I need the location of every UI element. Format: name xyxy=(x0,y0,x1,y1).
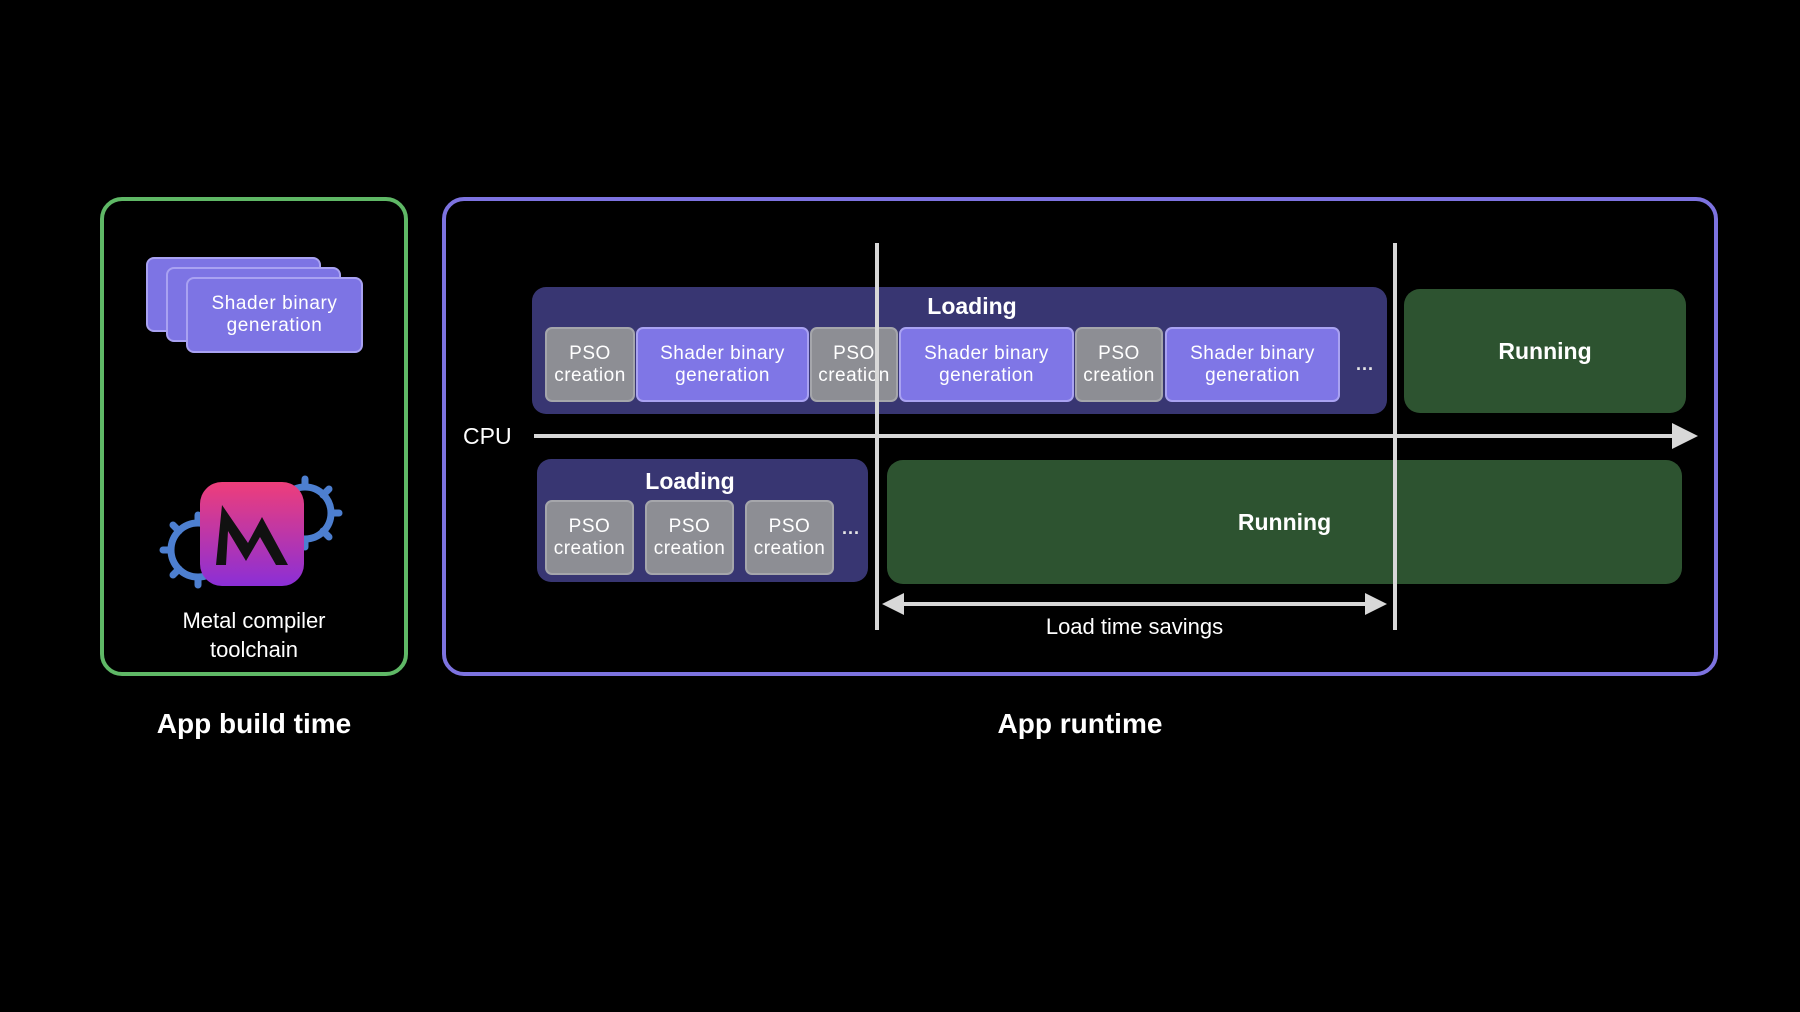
cpu-axis-line xyxy=(534,434,1680,438)
cpu-axis-arrowhead xyxy=(1672,423,1698,449)
box-label-line2: creation xyxy=(554,364,626,386)
runtime-caption: App runtime xyxy=(997,708,1163,739)
box-label-line2: creation xyxy=(818,364,890,386)
box-label-line1: PSO xyxy=(668,515,711,537)
running-label-top: Running xyxy=(1498,337,1592,364)
box-label-line2: creation xyxy=(753,537,826,559)
runtime-panel xyxy=(442,197,1718,676)
toolchain-label: Metal compiler toolchain xyxy=(118,606,390,664)
box-label-line1: PSO xyxy=(833,342,875,364)
running-label-bottom: Running xyxy=(1237,508,1332,535)
shader-binary-card-label: Shader binary generation xyxy=(211,293,338,336)
loading-title-top: Loading xyxy=(927,293,1017,319)
marker-line-right xyxy=(1393,243,1397,630)
box-label-line2: creation xyxy=(553,537,626,559)
cpu-axis-label: CPU xyxy=(463,423,512,449)
box-label-line1: Shader binary xyxy=(660,342,785,364)
ellipsis-top: ... xyxy=(1356,354,1375,374)
toolchain-label-line2: toolchain xyxy=(209,637,299,662)
load-time-savings-label: Load time savings xyxy=(1045,614,1224,639)
toolchain-label-line1: Metal compiler xyxy=(182,608,326,633)
box-label-line1: PSO xyxy=(768,515,811,537)
build-time-caption: App build time xyxy=(156,708,352,739)
running-block-bottom: Running xyxy=(887,460,1682,584)
loading-title-bottom: Loading xyxy=(645,468,735,494)
box-label-line2: creation xyxy=(653,537,726,559)
metal-compiler-icon xyxy=(159,475,343,589)
marker-line-left xyxy=(875,243,879,630)
shader-binary-card-front: Shader binary generation xyxy=(186,277,363,353)
ellipsis-bottom: ... xyxy=(842,518,861,538)
box-label-line1: PSO xyxy=(1098,342,1140,364)
running-block-top: Running xyxy=(1404,289,1686,413)
box-label-line1: Shader binary xyxy=(924,342,1049,364)
box-label-line2: creation xyxy=(1083,364,1155,386)
box-label-line1: PSO xyxy=(569,342,611,364)
box-label-line2: generation xyxy=(675,364,770,386)
box-label-line2: generation xyxy=(939,364,1034,386)
build-time-panel xyxy=(100,197,408,676)
box-label-line2: generation xyxy=(1205,364,1300,386)
load-time-savings-arrow xyxy=(882,593,1387,615)
box-label-line1: Shader binary xyxy=(1190,342,1315,364)
box-label-line1: PSO xyxy=(568,515,611,537)
